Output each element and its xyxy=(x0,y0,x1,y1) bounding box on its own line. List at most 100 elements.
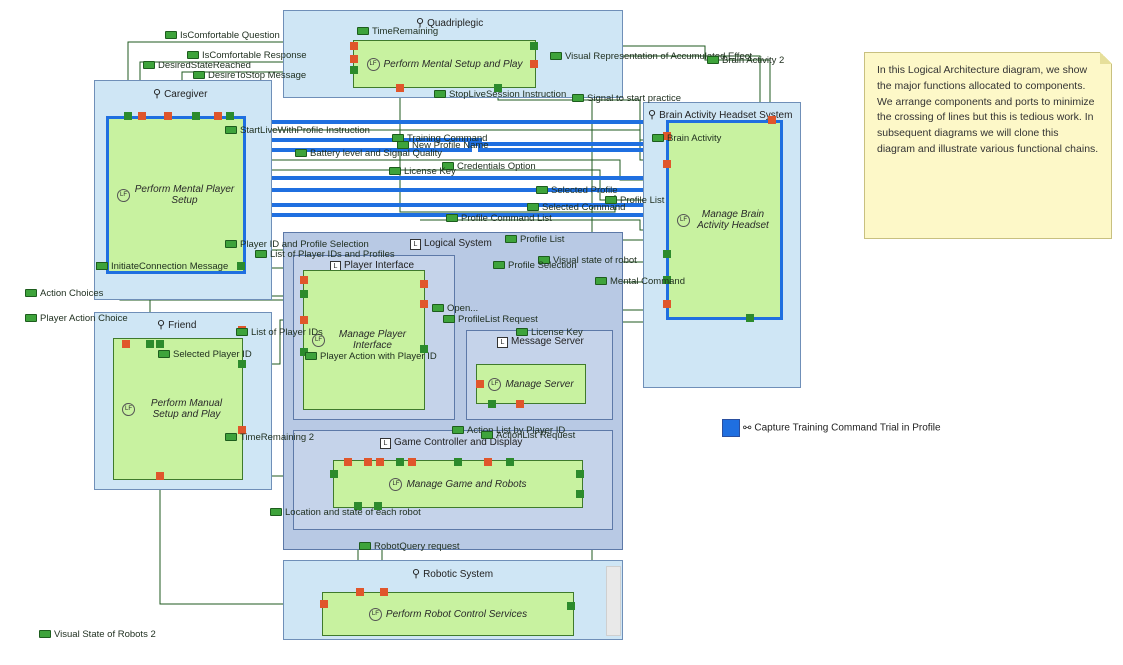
lf-badge-icon: LF xyxy=(389,477,403,491)
port-in xyxy=(350,42,358,50)
exchange-icon xyxy=(707,56,719,65)
port-in xyxy=(420,300,428,308)
functional-chain-legend[interactable]: ⚯Capture Training Command Trial in Profi… xyxy=(722,419,941,437)
port-out xyxy=(238,360,246,368)
port-out xyxy=(156,340,164,348)
actor-icon: ⚲ xyxy=(416,17,425,29)
port-in xyxy=(484,458,492,466)
exchange-start-live-profile[interactable]: StartLiveWithProfile Instruction xyxy=(225,125,370,136)
exchange-icon xyxy=(595,277,607,286)
port-out xyxy=(300,348,308,356)
lf-badge-icon: LF xyxy=(368,607,382,621)
port-in xyxy=(300,276,308,284)
port-in xyxy=(214,112,222,120)
description-note: In this Logical Architecture diagram, we… xyxy=(864,52,1112,239)
port-in xyxy=(663,160,671,168)
robotic-system-title: Robotic System xyxy=(423,569,494,580)
exchange-battery-level[interactable]: Battery level and Signal Quality xyxy=(295,148,442,159)
exchange-list-player-ids-profiles[interactable]: List of Player IDs and Profiles xyxy=(255,249,395,260)
exchange-visual-state-robots-2[interactable]: Visual State of Robots 2 xyxy=(39,629,156,640)
player-interface-title: Player Interface xyxy=(344,260,415,271)
exchange-robot-query[interactable]: RobotQuery request xyxy=(359,541,460,552)
exchange-new-profile-name[interactable]: New Profile Name xyxy=(397,140,489,151)
exchange-selected-player-id[interactable]: Selected Player ID xyxy=(158,349,252,360)
port-in xyxy=(300,316,308,324)
actor-icon: ⚲ xyxy=(412,568,421,580)
actor-icon: ⚲ xyxy=(648,109,657,121)
exchange-is-comfortable-question[interactable]: IsComfortable Question xyxy=(165,30,280,41)
port-in xyxy=(376,458,384,466)
exchange-player-action-with-id[interactable]: Player Action with Player ID xyxy=(305,351,437,362)
exchange-brain-activity-2[interactable]: Brain Activity 2 xyxy=(707,55,784,66)
exchange-brain-activity[interactable]: Brain Activity xyxy=(652,133,721,144)
port-in xyxy=(164,112,172,120)
exchange-credentials-option[interactable]: Credentials Option xyxy=(442,161,536,172)
port-in xyxy=(380,588,388,596)
exchange-icon xyxy=(25,314,37,323)
exchange-time-remaining[interactable]: TimeRemaining xyxy=(357,26,438,37)
exchange-profile-list-top[interactable]: Profile List xyxy=(605,195,664,206)
exchange-player-action-choice[interactable]: Player Action Choice xyxy=(25,313,128,324)
exchange-is-comfortable-response[interactable]: IsComfortable Response xyxy=(187,50,307,61)
exchange-icon xyxy=(187,51,199,60)
exchange-profile-selection[interactable]: Profile Selection xyxy=(493,260,577,271)
exchange-icon xyxy=(536,186,548,195)
exchange-selected-profile[interactable]: Selected Profile xyxy=(536,185,618,196)
exchange-player-id-profile-selection[interactable]: Player ID and Profile Selection xyxy=(225,239,369,250)
port-out xyxy=(226,112,234,120)
port-in xyxy=(364,458,372,466)
exchange-selected-command[interactable]: Selected Command xyxy=(527,202,625,213)
lf-badge-icon: LF xyxy=(488,377,502,391)
game-controller-title: Game Controller and Display xyxy=(394,437,523,448)
port-out xyxy=(494,84,502,92)
exchange-license-key[interactable]: License Key xyxy=(516,327,583,338)
exchange-icon xyxy=(25,289,37,298)
exchange-profile-list[interactable]: Profile List xyxy=(505,234,564,245)
vertical-scrollbar[interactable] xyxy=(606,566,621,636)
exchange-icon xyxy=(357,27,369,36)
exchange-profile-list-request[interactable]: ProfileList Request xyxy=(443,314,538,325)
exchange-open[interactable]: Open... xyxy=(432,303,478,314)
exchange-icon xyxy=(452,426,464,435)
lf-badge-icon: LF xyxy=(366,57,380,71)
exchange-license-key-top[interactable]: License Key xyxy=(389,166,456,177)
exchange-desire-to-stop[interactable]: DesireToStop Message xyxy=(193,70,306,81)
exchange-icon xyxy=(572,94,584,103)
exchange-icon xyxy=(295,149,307,158)
port-out xyxy=(350,66,358,74)
exchange-desired-state-reached[interactable]: DesiredStateReached xyxy=(143,60,251,71)
exchange-initiate-connection[interactable]: InitiateConnection Message xyxy=(96,261,228,272)
exchange-location-state[interactable]: Location and state of each robot xyxy=(270,507,421,518)
port-out xyxy=(663,276,671,284)
exchange-icon xyxy=(193,71,205,80)
exchange-icon xyxy=(255,250,267,259)
exchange-action-list-by-player[interactable]: Action List by Player ID xyxy=(452,425,565,436)
exchange-icon xyxy=(493,261,505,270)
exchange-time-remaining-2[interactable]: TimeRemaining 2 xyxy=(225,432,314,443)
port-out xyxy=(746,314,754,322)
exchange-mental-command[interactable]: Mental Command xyxy=(595,276,685,287)
exchange-stop-live-session[interactable]: StopLiveSession Instruction xyxy=(434,89,566,100)
exchange-icon xyxy=(481,431,493,440)
exchange-list-of-player-ids[interactable]: List of Player IDs xyxy=(236,327,323,338)
exchange-action-list-request[interactable]: ActionList Request xyxy=(481,430,575,441)
port-out xyxy=(192,112,200,120)
port-out xyxy=(396,458,404,466)
port-out xyxy=(454,458,462,466)
exchange-icon xyxy=(652,134,664,143)
lf-badge-icon: LF xyxy=(677,213,690,227)
logical-system-title: Logical System xyxy=(424,238,492,249)
exchange-visual-state-robot[interactable]: Visual state of robot xyxy=(538,255,637,266)
exchange-action-choices[interactable]: Action Choices xyxy=(25,288,103,299)
exchange-visual-representation[interactable]: Visual Representation of Accumulated Eff… xyxy=(550,51,752,62)
exchange-signal-start[interactable]: Signal to start practice xyxy=(572,93,681,104)
exchange-profile-command-list[interactable]: Profile Command List xyxy=(446,213,552,224)
